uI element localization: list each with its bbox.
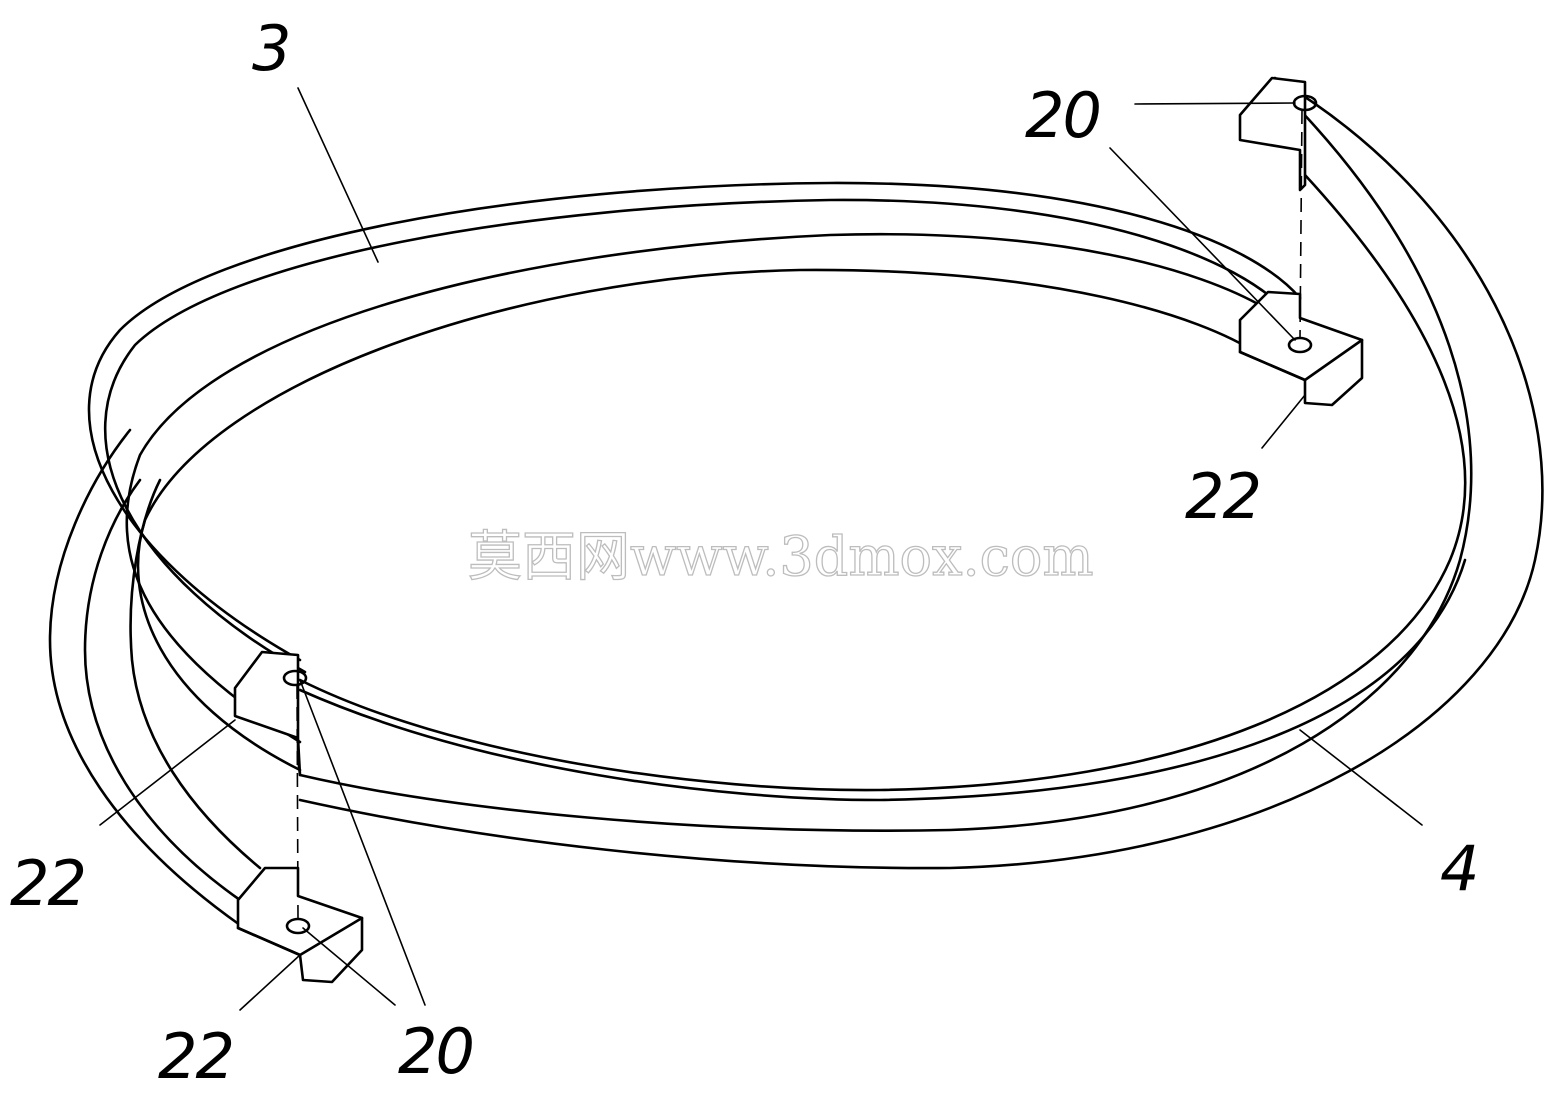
leader-22-left — [99, 719, 236, 826]
hole-top-axis — [1299, 109, 1303, 339]
leader-20-top — [1134, 102, 1296, 105]
ring-inner-edge — [136, 268, 1262, 772]
label-hole-20-bottom: 20 — [398, 1015, 473, 1088]
ring-left-inner-edge — [83, 478, 242, 902]
hole-bottom-lower — [285, 917, 311, 935]
hole-bottom-upper — [282, 669, 308, 687]
leader-22-bottom — [239, 954, 301, 1011]
end-block-bottom — [233, 650, 364, 984]
label-hole-20-top: 20 — [1025, 79, 1100, 152]
ring-inner-right-edge-2 — [298, 558, 1467, 802]
hole-bottom-axis — [296, 684, 299, 919]
end-block-top — [1238, 76, 1364, 407]
leader-20-bottom — [299, 679, 426, 1006]
ring-outer-right-edge — [298, 108, 1473, 832]
ring-outer-right-edge-2 — [298, 76, 1544, 870]
ring-body — [48, 76, 1544, 927]
ring-left-inner-edge-2 — [129, 478, 262, 870]
ring-outer-top-edge — [87, 181, 1302, 662]
label-part-4: 4 — [1440, 832, 1477, 905]
end-block-top-upper — [1238, 76, 1307, 192]
ring-left-outer-edge — [48, 428, 242, 927]
label-end-22-bottom: 22 — [158, 1020, 233, 1093]
leader-22-top — [1261, 394, 1306, 449]
end-block-top-lower-ridge — [1238, 338, 1364, 382]
label-end-22-left: 22 — [10, 847, 85, 920]
watermark-text: 莫西网www.3dmox.com — [468, 525, 1094, 588]
ring-top-edge-2 — [103, 198, 1292, 674]
reference-labels: 3 4 20 22 22 22 20 — [10, 12, 1479, 1093]
end-block-bottom-lower — [236, 866, 364, 984]
leader-3 — [297, 87, 379, 263]
leader-20-bottom-lower — [302, 927, 396, 1006]
leader-20-top-lower — [1109, 147, 1296, 341]
leader-4 — [1299, 729, 1423, 826]
ring-inner-right-edge — [298, 173, 1467, 792]
leader-lines — [99, 87, 1423, 1011]
label-end-22-top: 22 — [1185, 460, 1260, 533]
label-part-3: 3 — [252, 12, 289, 85]
end-block-bottom-upper — [233, 650, 302, 777]
